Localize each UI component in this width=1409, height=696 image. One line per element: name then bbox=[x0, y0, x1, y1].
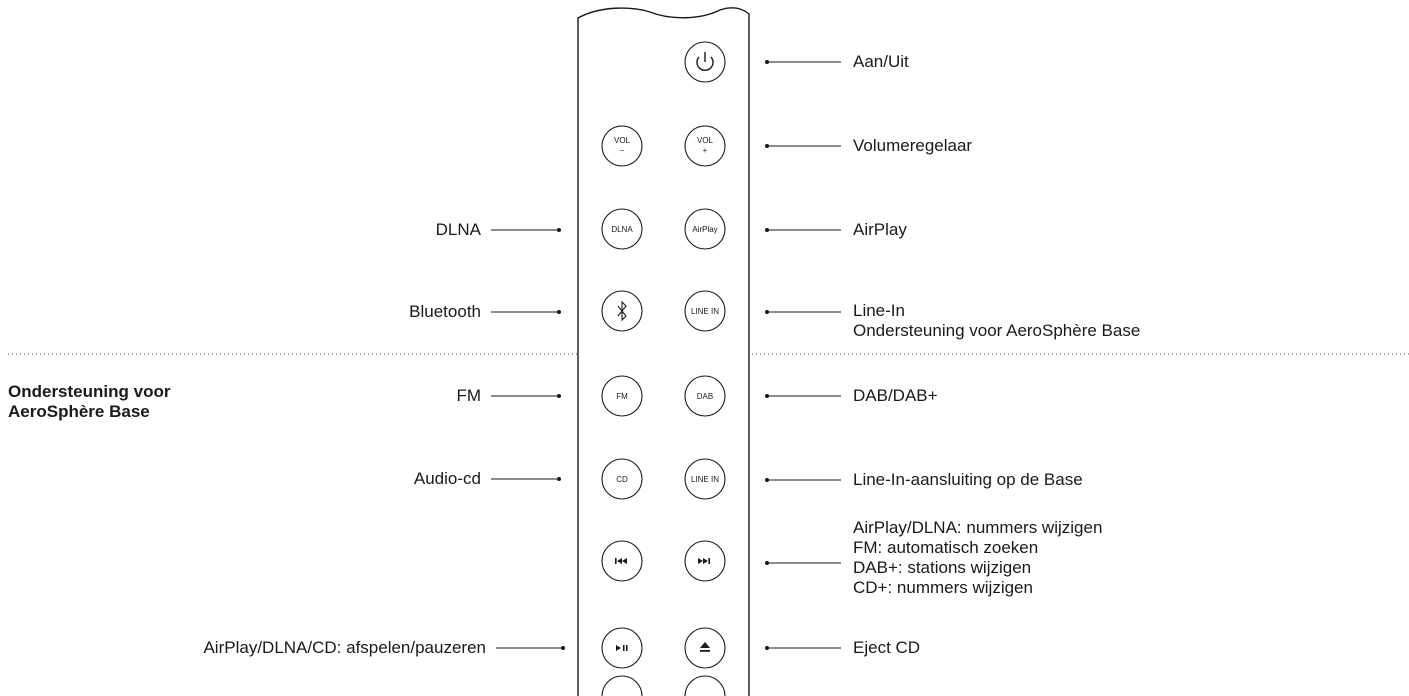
line-in-button-label: LINE IN bbox=[691, 307, 719, 316]
label-eject: Eject CD bbox=[853, 638, 921, 657]
vol-plus-label: VOL bbox=[697, 136, 714, 145]
label-cd: Audio-cd bbox=[413, 469, 481, 488]
leader-play bbox=[496, 646, 565, 650]
dab-button[interactable]: DAB bbox=[684, 375, 726, 417]
bluetooth-button[interactable] bbox=[601, 290, 643, 332]
label-skip-line-4: CD+: nummers wijzigen bbox=[853, 578, 1033, 597]
label-airplay: AirPlay bbox=[853, 220, 907, 239]
cd-button[interactable]: CD bbox=[601, 458, 643, 500]
airplay-button[interactable]: AirPlay bbox=[684, 208, 726, 250]
partial-button-left bbox=[601, 675, 643, 696]
eject-icon bbox=[700, 642, 710, 652]
previous-icon bbox=[615, 558, 627, 564]
leader-power bbox=[765, 60, 841, 64]
airplay-button-label: AirPlay bbox=[692, 225, 717, 234]
label-bluetooth: Bluetooth bbox=[409, 302, 481, 321]
section-title-line-2: AeroSphère Base bbox=[8, 402, 150, 421]
label-power: Aan/Uit bbox=[853, 52, 909, 71]
label-fm: FM bbox=[456, 386, 481, 405]
vol-minus-button[interactable]: VOL − bbox=[601, 125, 643, 167]
dab-button-label: DAB bbox=[697, 392, 713, 401]
label-play: AirPlay/DLNA/CD: afspelen/pauzeren bbox=[203, 638, 486, 657]
label-dab: DAB/DAB+ bbox=[853, 386, 938, 405]
leader-bluetooth bbox=[491, 310, 561, 314]
leader-volume bbox=[765, 144, 841, 148]
label-skip-line-3: DAB+: stations wijzigen bbox=[853, 558, 1032, 577]
line-in-base-button[interactable]: LINE IN bbox=[684, 458, 726, 500]
minus-symbol: − bbox=[620, 146, 625, 155]
bluetooth-icon bbox=[617, 300, 627, 322]
label-line-in-base: Line-In-aansluiting op de Base bbox=[853, 470, 1083, 489]
label-dlna: DLNA bbox=[435, 220, 481, 239]
leader-cd bbox=[491, 477, 561, 481]
dlna-button-label: DLNA bbox=[611, 225, 633, 234]
section-title: Ondersteuning voor AeroSphère Base bbox=[8, 382, 170, 422]
fm-button[interactable]: FM bbox=[601, 375, 643, 417]
fm-button-label: FM bbox=[616, 392, 628, 401]
partial-button-right bbox=[684, 675, 726, 696]
leader-skip bbox=[765, 561, 841, 565]
label-line-in: Line-In Ondersteuning voor AeroSphère Ba… bbox=[853, 301, 1140, 341]
remote-body bbox=[577, 7, 750, 696]
leader-dab bbox=[765, 394, 841, 398]
power-icon bbox=[696, 52, 714, 71]
previous-button[interactable] bbox=[601, 540, 643, 582]
play-pause-button[interactable] bbox=[601, 627, 643, 669]
plus-symbol: + bbox=[703, 146, 708, 155]
next-button[interactable] bbox=[684, 540, 726, 582]
leader-line-in bbox=[765, 310, 841, 314]
label-skip-line-1: AirPlay/DLNA: nummers wijzigen bbox=[853, 518, 1103, 537]
leader-dlna bbox=[491, 228, 561, 232]
line-in-base-button-label: LINE IN bbox=[691, 475, 719, 484]
line-in-button[interactable]: LINE IN bbox=[684, 290, 726, 332]
leader-fm bbox=[491, 394, 561, 398]
label-volume: Volumeregelaar bbox=[853, 136, 973, 155]
leader-line-in-base bbox=[765, 478, 841, 482]
leader-eject bbox=[765, 646, 841, 650]
label-skip: AirPlay/DLNA: nummers wijzigen FM: autom… bbox=[853, 518, 1102, 598]
vol-plus-button[interactable]: VOL + bbox=[684, 125, 726, 167]
play-pause-icon bbox=[616, 645, 628, 651]
dlna-button[interactable]: DLNA bbox=[601, 208, 643, 250]
section-title-line-1: Ondersteuning voor bbox=[8, 382, 171, 401]
label-skip-line-2: FM: automatisch zoeken bbox=[853, 538, 1039, 557]
leader-airplay bbox=[765, 228, 841, 232]
next-icon bbox=[698, 558, 710, 564]
power-button[interactable] bbox=[684, 41, 726, 83]
label-line-in-line-1: Line-In bbox=[853, 301, 905, 320]
vol-minus-label: VOL bbox=[614, 136, 631, 145]
label-line-in-line-2: Ondersteuning voor AeroSphère Base bbox=[853, 321, 1141, 340]
cd-button-label: CD bbox=[616, 475, 628, 484]
eject-button[interactable] bbox=[684, 627, 726, 669]
